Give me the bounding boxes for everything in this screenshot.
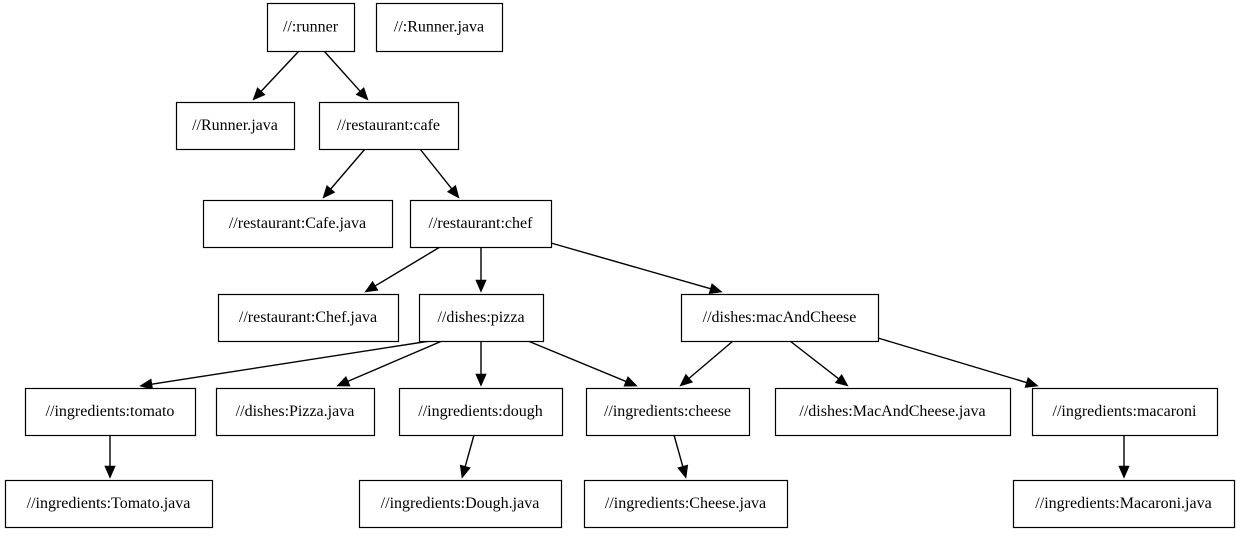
- graph-node-label: //restaurant:cafe: [337, 117, 440, 134]
- graph-node-restaurant-chef-java[interactable]: //restaurant:Chef.java: [217, 293, 400, 343]
- graph-node-label: //ingredients:macaroni: [1053, 403, 1198, 420]
- graph-node-label: //dishes:MacAndCheese.java: [799, 403, 985, 420]
- graph-node-label: //:runner: [283, 19, 339, 36]
- graph-node-label: //:Runner.java: [394, 19, 484, 36]
- graph-node-label: //ingredients:cheese: [604, 403, 731, 420]
- graph-node-ingredients-dough-java[interactable]: //ingredients:Dough.java: [358, 479, 563, 529]
- graph-node-label: //dishes:pizza: [437, 309, 524, 326]
- graph-node-label: //Runner.java: [192, 117, 278, 134]
- graph-edge: [252, 50, 300, 101]
- graph-node-label: //ingredients:Cheese.java: [605, 495, 766, 512]
- graph-node-runner-target[interactable]: //:runner: [266, 2, 356, 53]
- graph-edge: [364, 246, 441, 293]
- graph-node-restaurant-chef[interactable]: //restaurant:chef: [409, 199, 553, 249]
- graph-node-dishes-pizza-java[interactable]: //dishes:Pizza.java: [215, 387, 376, 437]
- graph-edge: [419, 148, 460, 199]
- graph-node-label: //dishes:macAndCheese: [703, 309, 857, 326]
- graph-node-ingredients-cheese[interactable]: //ingredients:cheese: [585, 387, 751, 437]
- graph-edge: [1118, 435, 1130, 479]
- graph-edge: [475, 247, 487, 293]
- graph-edge: [475, 341, 487, 387]
- nodes-layer: //:runner //:Runner.java //Runner.java //re…: [4, 2, 1236, 529]
- edges-layer: [104, 50, 1130, 479]
- graph-node-label: //restaurant:Chef.java: [239, 309, 377, 326]
- graph-node-label: //restaurant:chef: [429, 215, 534, 232]
- graph-edge: [789, 340, 849, 387]
- graph-node-runner-java[interactable]: //Runner.java: [175, 101, 296, 151]
- graph-edge: [336, 340, 443, 387]
- graph-node-restaurant-cafe-java[interactable]: //restaurant:Cafe.java: [202, 199, 394, 249]
- graph-node-dishes-macandcheese[interactable]: //dishes:macAndCheese: [680, 293, 880, 343]
- graph-node-label: //ingredients:dough: [418, 403, 542, 420]
- graph-edge: [679, 340, 734, 387]
- graph-edge: [550, 242, 723, 295]
- graph-node-label: //ingredients:Dough.java: [381, 495, 540, 512]
- graph-node-dishes-pizza[interactable]: //dishes:pizza: [418, 293, 545, 343]
- graph-node-label: //ingredients:Tomato.java: [27, 495, 191, 512]
- graph-edge: [139, 340, 431, 390]
- graph-edge: [673, 434, 689, 479]
- graph-node-ingredients-dough[interactable]: //ingredients:dough: [398, 387, 564, 437]
- graph-node-ingredients-tomato-java[interactable]: //ingredients:Tomato.java: [4, 479, 214, 529]
- graph-node-runner-java-root[interactable]: //:Runner.java: [375, 2, 504, 53]
- graph-edge: [877, 337, 1039, 388]
- graph-node-dishes-macandcheese-java[interactable]: //dishes:MacAndCheese.java: [774, 387, 1012, 437]
- graph-node-label: //restaurant:Cafe.java: [229, 215, 366, 232]
- graph-node-ingredients-macaroni[interactable]: //ingredients:macaroni: [1031, 387, 1219, 437]
- graph-node-label: //ingredients:Macaroni.java: [1035, 495, 1211, 512]
- graph-edge: [459, 434, 475, 479]
- graph-node-ingredients-tomato[interactable]: //ingredients:tomato: [24, 387, 197, 437]
- graph-edge: [104, 435, 116, 479]
- graph-edge: [322, 148, 366, 199]
- graph-node-ingredients-cheese-java[interactable]: //ingredients:Cheese.java: [583, 479, 789, 529]
- graph-edge: [527, 340, 638, 387]
- graph-edge: [323, 50, 369, 101]
- graph-node-label: //ingredients:tomato: [46, 403, 175, 420]
- graph-node-label: //dishes:Pizza.java: [236, 403, 355, 420]
- graph-node-ingredients-macaroni-java[interactable]: //ingredients:Macaroni.java: [1012, 479, 1236, 529]
- graph-node-restaurant-cafe[interactable]: //restaurant:cafe: [318, 101, 460, 151]
